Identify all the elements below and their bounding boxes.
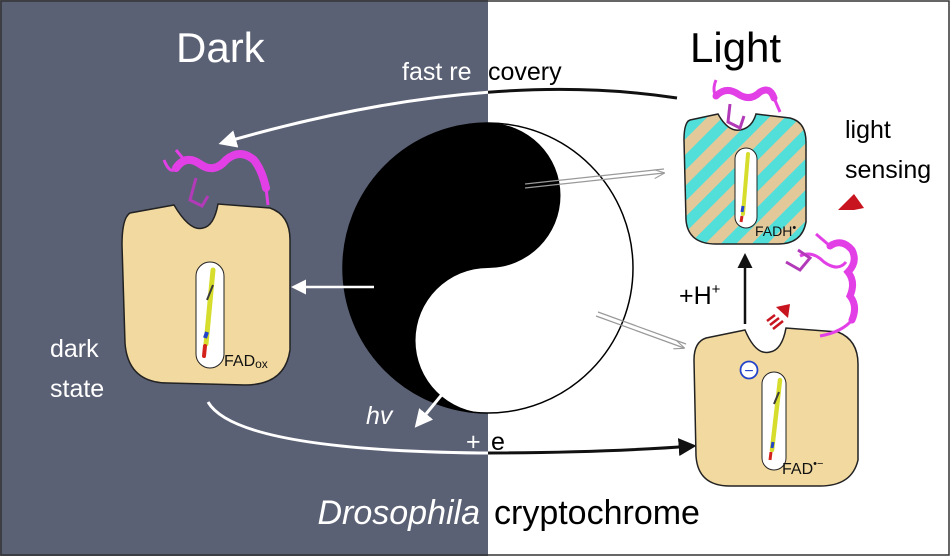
fast-recovery-label-dark: fast re [402, 58, 471, 86]
dark-helix [162, 149, 270, 208]
plus-h-label: +H+ [679, 281, 721, 310]
dark-state-protein: FADox [121, 203, 291, 386]
caption-protein: cryptochrome [494, 494, 700, 532]
plus-e-label-e: e [491, 428, 505, 456]
fad-ox-label: FADox [224, 353, 268, 371]
yin-yang-symbol [342, 122, 634, 414]
light-sensing-label-2: sensing [845, 156, 931, 184]
fad-radical-protein: FAD•− − [693, 327, 859, 487]
fadh-helix [712, 79, 782, 131]
signal-arrow-icon [838, 194, 864, 210]
yang-dot [450, 303, 526, 379]
electron-transfer-arrow [206, 401, 697, 457]
dark-title: Dark [176, 24, 266, 71]
hv-label: hv [366, 402, 394, 430]
plus-e-label-plus: + [466, 428, 481, 456]
negative-charge-symbol: − [744, 363, 753, 380]
light-sensing-label-1: light [845, 116, 891, 144]
released-helix [785, 232, 859, 338]
dark-state-label-1: dark [50, 335, 99, 363]
light-title: Light [690, 24, 781, 71]
fast-recovery-label-light: covery [488, 58, 562, 86]
negative-charge-badge [739, 360, 759, 380]
release-burst-icon [766, 304, 790, 330]
caption-species: Drosophila [317, 494, 480, 532]
to-fadh-arrow [524, 168, 664, 189]
yin-dot [450, 157, 526, 233]
fadh-label: FADH• [755, 222, 796, 239]
fadh-protein: FADH• [683, 113, 807, 245]
flavin-stick [202, 267, 216, 358]
photon-arrow [414, 369, 464, 428]
fast-recovery-arrow [218, 87, 678, 148]
dark-state-label-2: state [50, 375, 104, 403]
fad-radical-label: FAD•− [782, 458, 823, 478]
to-radical-arrow [595, 311, 687, 348]
